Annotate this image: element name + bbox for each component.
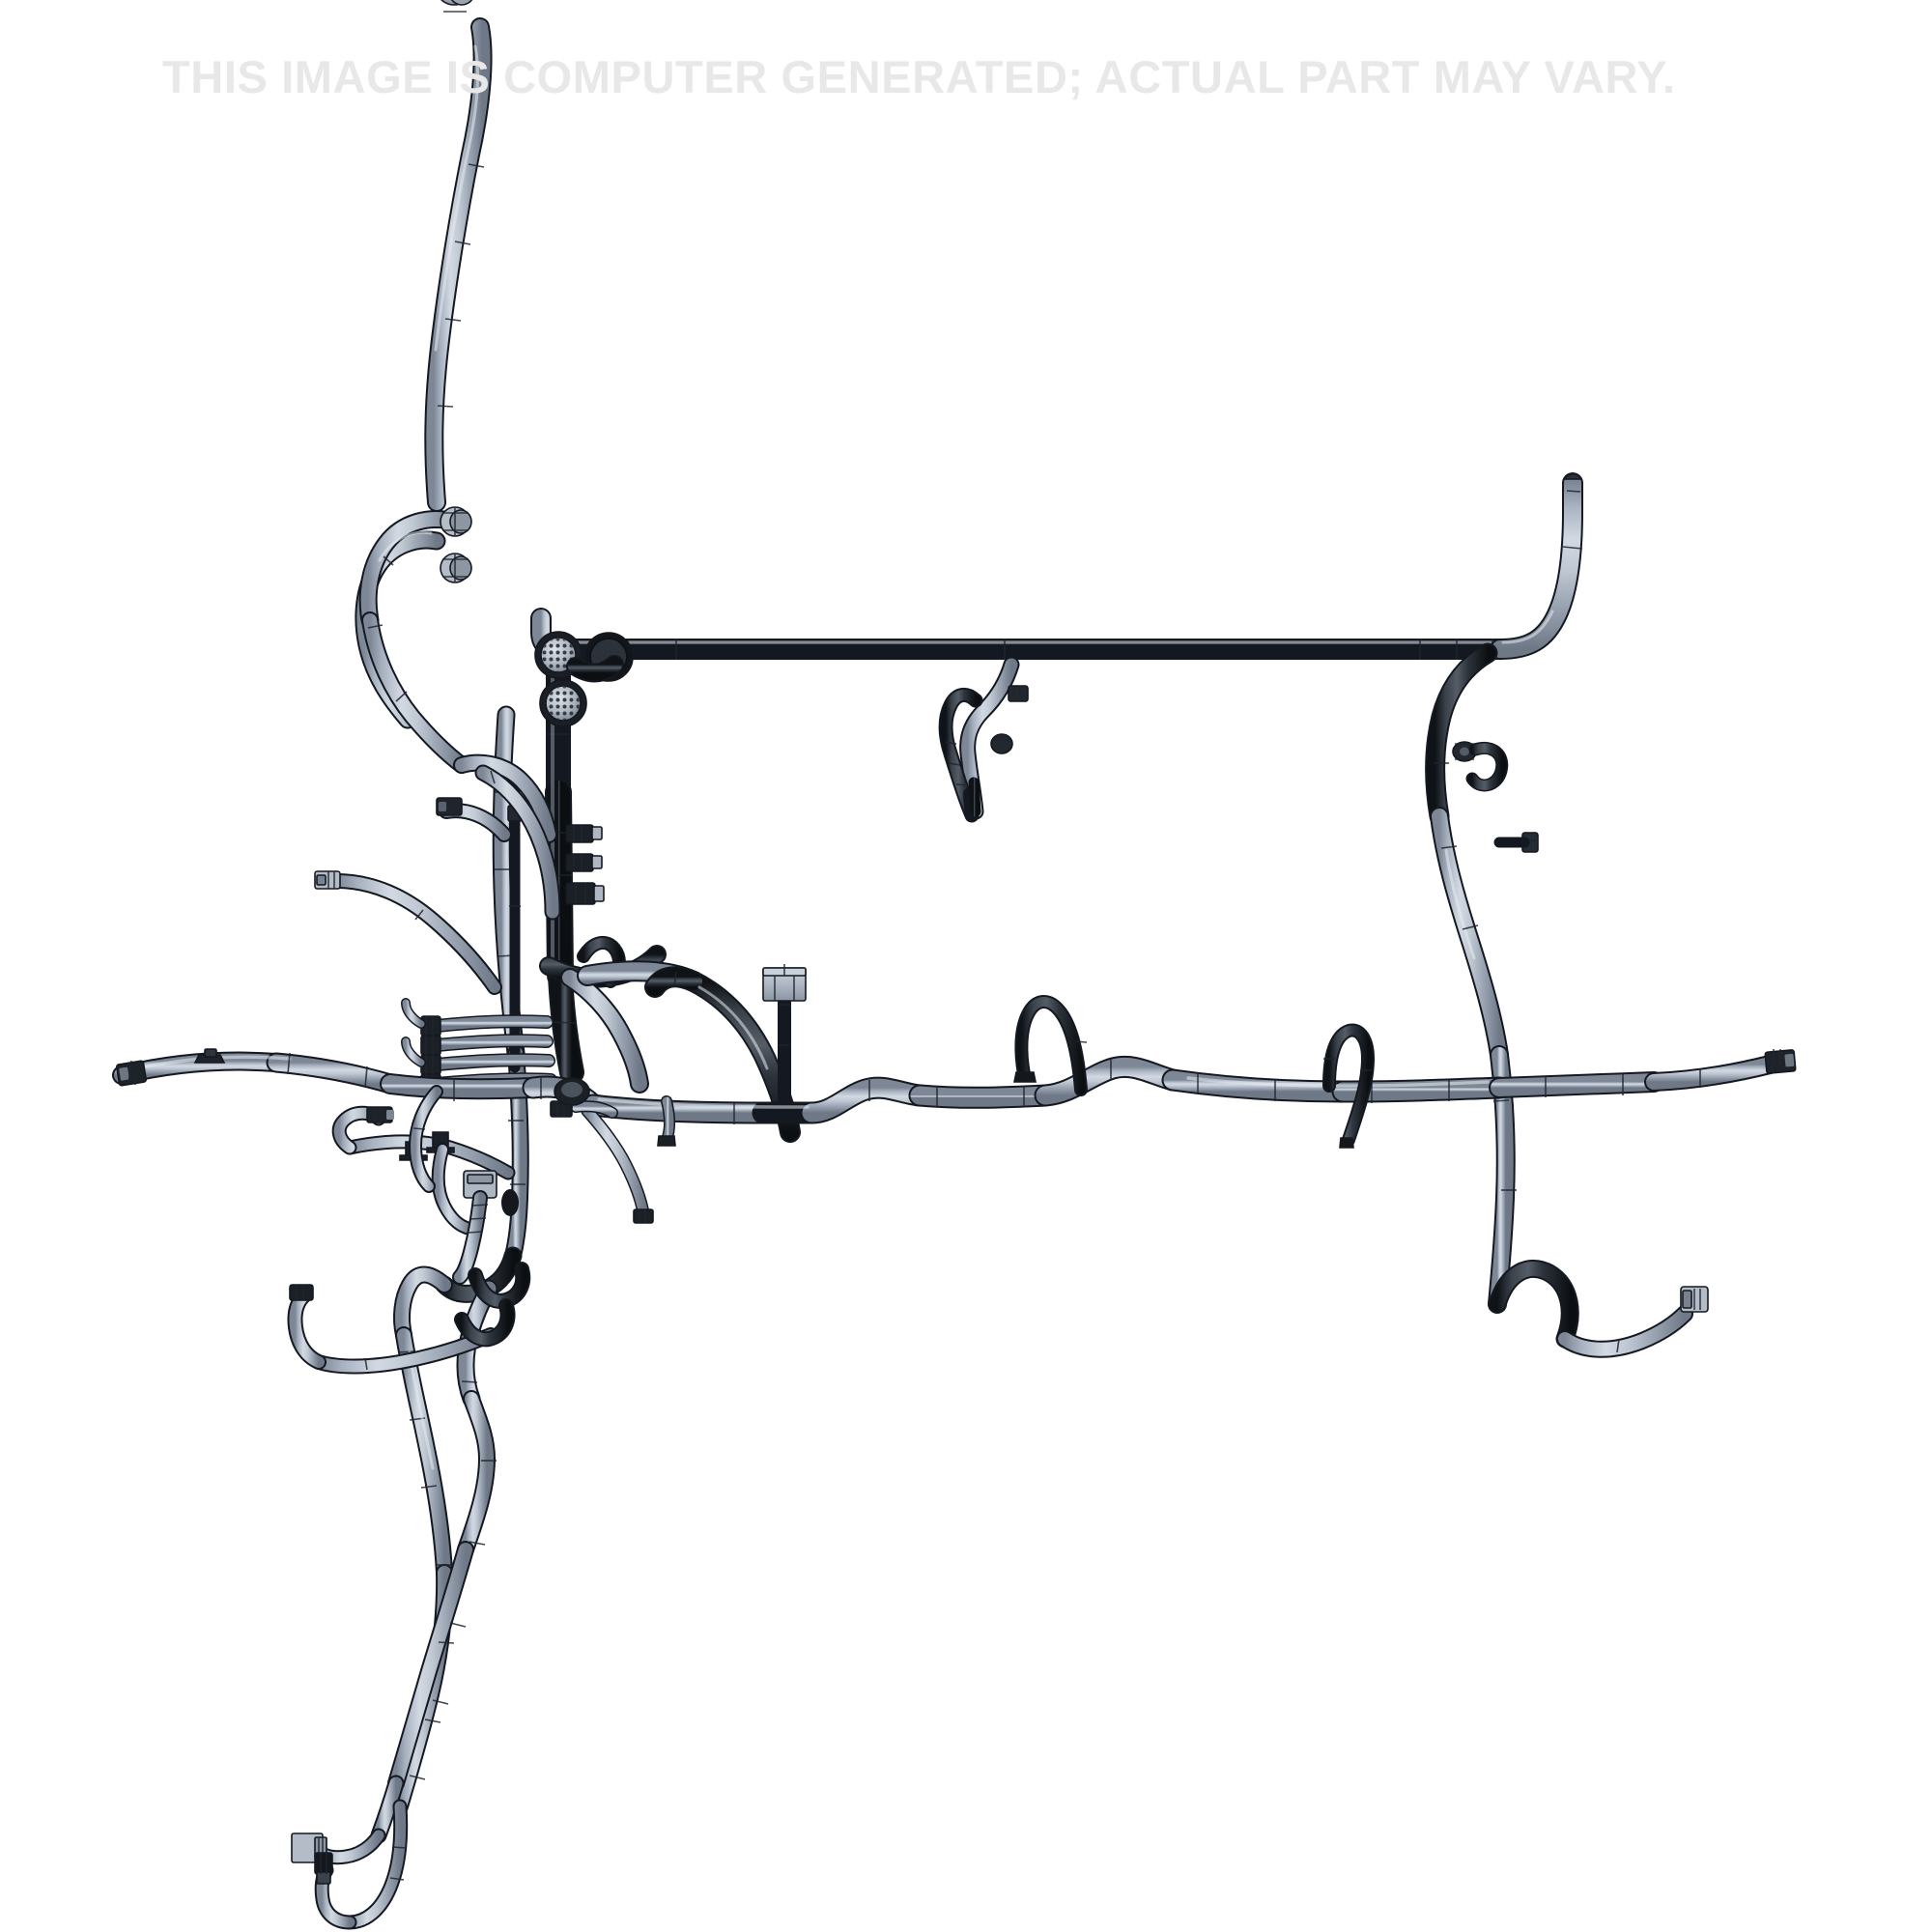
trunk-end-connector-right xyxy=(1764,1048,1797,1074)
bottom-terminal-connector xyxy=(291,1828,386,1865)
center-small-branches xyxy=(581,1095,676,1224)
right-lower-terminal-connector xyxy=(1680,1286,1709,1313)
upper-horizontal-trunk xyxy=(530,608,1511,660)
right-descending-branch xyxy=(1425,642,1539,1314)
right-corner-riser xyxy=(1490,472,1583,660)
lower-left-hook-branch xyxy=(287,1284,498,1375)
round-connector-upper-b xyxy=(440,553,472,583)
left-upper-branch xyxy=(314,870,502,995)
left-inline-connector xyxy=(436,797,463,816)
fuse-relay-module xyxy=(762,964,807,1120)
right-lower-hook-branch xyxy=(1488,1260,1709,1358)
spine-trunk-junction xyxy=(554,1077,590,1106)
lower-left-drop-connector xyxy=(431,1143,497,1285)
left-upper-terminal xyxy=(314,870,341,890)
upper-left-riser-branch xyxy=(424,0,493,512)
trunk-stub-right xyxy=(1322,1023,1375,1149)
lower-black-hooks xyxy=(454,1262,531,1348)
round-connector-upper-a xyxy=(440,506,472,537)
spine-side-connectors xyxy=(565,824,605,905)
trunk-end-connector-left xyxy=(116,1060,147,1087)
mid-drop-branch xyxy=(938,656,1029,823)
fanout-lower-hook xyxy=(409,1085,443,1193)
lower-left-hook-terminal xyxy=(289,1284,314,1301)
tape-blob xyxy=(501,1189,519,1216)
retainer-clip-left xyxy=(193,1048,226,1064)
upper-left-loop-branch xyxy=(355,506,472,774)
spine-right-small-connector xyxy=(550,1100,618,1119)
round-pin-connector-c xyxy=(539,679,587,727)
trunk-stub-left xyxy=(1013,995,1088,1096)
round-connector-top xyxy=(440,0,473,13)
lower-left-terminal xyxy=(366,1106,394,1123)
lower-left-branch xyxy=(331,1105,516,1180)
bottom-inline-connector xyxy=(314,1799,409,1930)
mid-drop-clip xyxy=(1008,685,1029,702)
